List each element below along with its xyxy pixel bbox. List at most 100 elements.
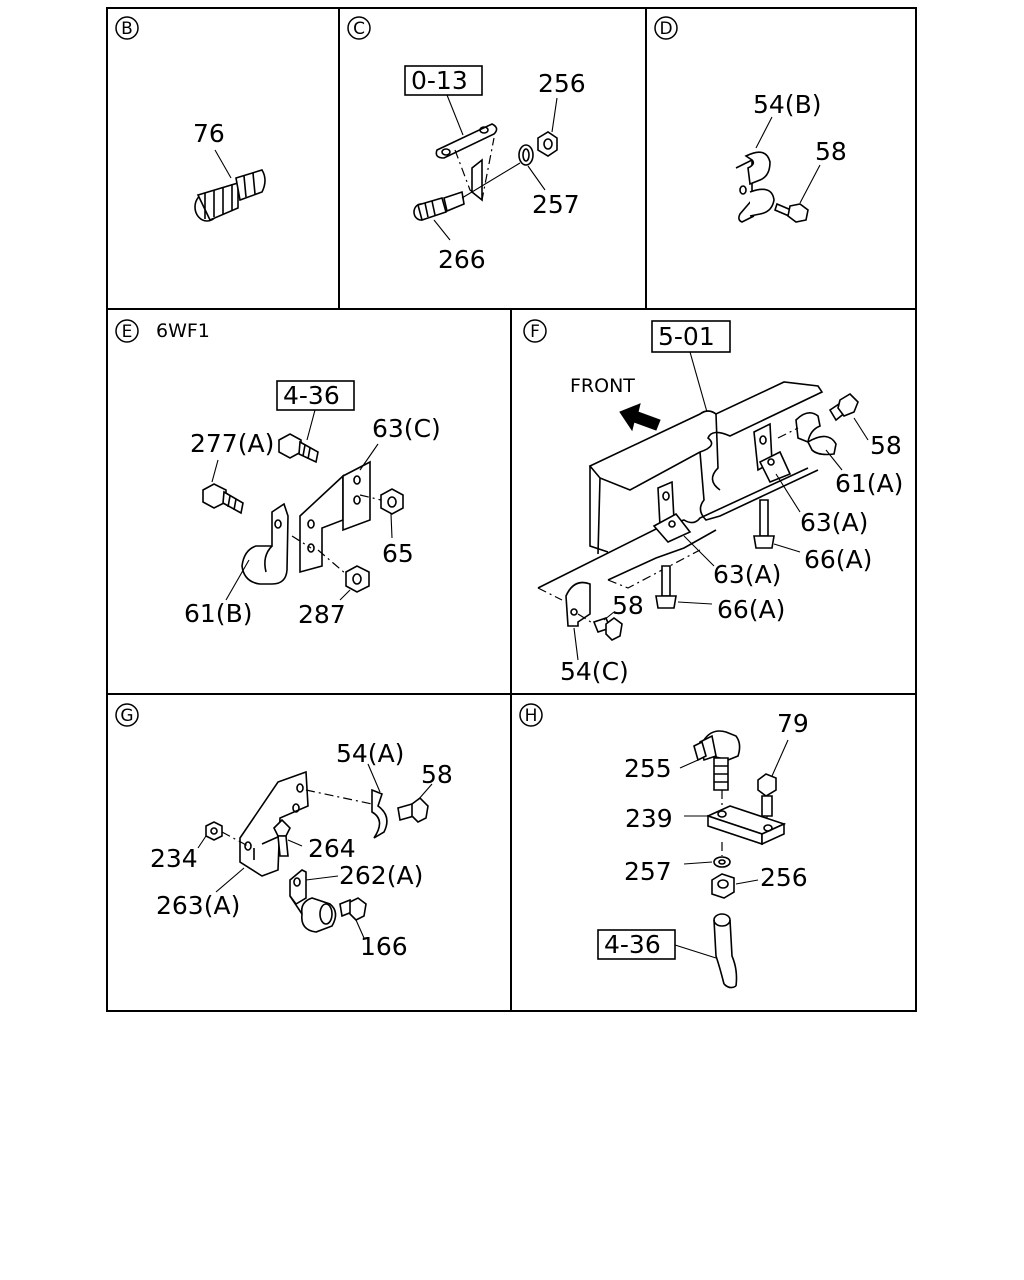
panel-d-marker: D xyxy=(654,16,678,40)
label-277a: 277(A) xyxy=(190,429,274,458)
bracket-part-63a-upper xyxy=(753,422,801,513)
bolt-part-58 xyxy=(397,783,433,823)
clamp-part-54c xyxy=(565,581,591,661)
panel-g-marker: G xyxy=(115,703,139,727)
label-58-upper: 58 xyxy=(870,431,902,460)
label-257: 257 xyxy=(532,190,580,219)
svg-text:C: C xyxy=(353,19,365,39)
label-257: 257 xyxy=(624,857,672,886)
clamp-part-61b xyxy=(225,502,312,601)
bracket-part-63a-lower xyxy=(652,480,715,567)
svg-text:0-13: 0-13 xyxy=(411,66,468,95)
label-65: 65 xyxy=(382,539,414,568)
label-58: 58 xyxy=(421,760,453,789)
label-266: 266 xyxy=(438,245,486,274)
reference-box-0-13: 0-13 xyxy=(404,65,483,96)
svg-text:4-36: 4-36 xyxy=(604,930,661,959)
panel-f: F 5-01 FRONT xyxy=(523,319,903,686)
washer-part-257 xyxy=(518,144,546,191)
svg-text:5-01: 5-01 xyxy=(658,322,715,351)
bolt-part-66a-upper xyxy=(753,499,801,553)
svg-text:H: H xyxy=(525,706,538,726)
bracket-plate xyxy=(435,123,498,202)
bolt-part-58-upper xyxy=(828,392,869,441)
label-256: 256 xyxy=(760,863,808,892)
svg-text:E: E xyxy=(122,322,133,342)
label-76: 76 xyxy=(193,119,225,148)
label-63a-lower: 63(A) xyxy=(713,560,781,589)
reference-box-4-36: 4-36 xyxy=(597,929,717,960)
union-fitting-part-76 xyxy=(194,149,266,222)
clip-part-54b xyxy=(735,116,775,223)
reference-box-4-36: 4-36 xyxy=(276,380,355,411)
svg-text:D: D xyxy=(659,19,672,39)
svg-text:B: B xyxy=(121,19,133,39)
bolt-part-79 xyxy=(757,739,789,826)
clip-part-54a xyxy=(305,763,388,839)
svg-text:G: G xyxy=(120,706,133,726)
nut-part-256 xyxy=(711,873,759,899)
plate-part-239 xyxy=(684,790,787,846)
bolt-part-58-lower xyxy=(577,611,623,641)
bracket-part-263a xyxy=(215,770,309,893)
panel-h: H xyxy=(519,703,809,989)
bolt-part-66a-lower xyxy=(655,565,713,609)
svg-text:4-36: 4-36 xyxy=(283,381,340,410)
clamp-part-61a xyxy=(777,412,843,471)
connector-part-266 xyxy=(413,162,521,241)
label-54b: 54(B) xyxy=(753,90,821,119)
nut-part-256 xyxy=(537,97,558,157)
clamp-part-262a xyxy=(289,869,339,933)
label-239: 239 xyxy=(625,804,673,833)
panel-b: B 76 xyxy=(115,16,266,222)
label-256: 256 xyxy=(538,69,586,98)
label-287: 287 xyxy=(298,600,346,629)
label-63c: 63(C) xyxy=(372,414,441,443)
label-54a: 54(A) xyxy=(336,739,404,768)
label-66a-lower: 66(A) xyxy=(717,595,785,624)
label-264: 264 xyxy=(308,834,356,863)
bolt-part-166 xyxy=(339,897,367,939)
panel-g: G xyxy=(115,703,453,961)
panel-e: E 6WF1 4-36 xyxy=(115,319,441,629)
panel-e-marker: E xyxy=(115,319,139,343)
pipe-end xyxy=(713,913,738,989)
elbow-fitting-part-255 xyxy=(679,730,741,791)
label-63a-upper: 63(A) xyxy=(800,508,868,537)
label-66a-upper: 66(A) xyxy=(804,545,872,574)
diagram-frame xyxy=(106,7,917,1012)
bolt-part-58 xyxy=(774,164,821,223)
bolt-part-277a-upper xyxy=(278,433,319,464)
panel-d: D 54(B) 58 xyxy=(654,16,847,223)
nut-part-287 xyxy=(317,549,370,601)
label-166: 166 xyxy=(360,932,408,961)
label-58: 58 xyxy=(815,137,847,166)
label-54c: 54(C) xyxy=(560,657,629,686)
front-arrow-icon xyxy=(619,403,661,432)
panel-c-marker: C xyxy=(347,16,371,40)
reference-box-5-01: 5-01 xyxy=(651,320,731,353)
model-note: 6WF1 xyxy=(156,320,210,342)
label-262a: 262(A) xyxy=(339,861,423,890)
nut-part-65 xyxy=(359,488,404,539)
label-255: 255 xyxy=(624,754,672,783)
panel-c: C 0-13 xyxy=(347,16,586,274)
bracket-part-63c xyxy=(299,443,379,574)
label-58-lower: 58 xyxy=(612,591,644,620)
frame-rail xyxy=(537,381,824,601)
bolt-part-264 xyxy=(273,818,303,857)
bolt-part-277a-lower xyxy=(202,459,244,515)
svg-text:F: F xyxy=(530,322,540,342)
label-61a: 61(A) xyxy=(835,469,903,498)
label-79: 79 xyxy=(777,709,809,738)
washer-part-257 xyxy=(683,842,731,868)
panel-b-marker: B xyxy=(115,16,139,40)
label-61b: 61(B) xyxy=(184,599,252,628)
panel-h-marker: H xyxy=(519,703,543,727)
label-263a: 263(A) xyxy=(156,891,240,920)
front-direction-label: FRONT xyxy=(570,375,635,397)
nut-part-234 xyxy=(197,821,249,849)
panel-f-marker: F xyxy=(523,319,547,343)
label-234: 234 xyxy=(150,844,198,873)
